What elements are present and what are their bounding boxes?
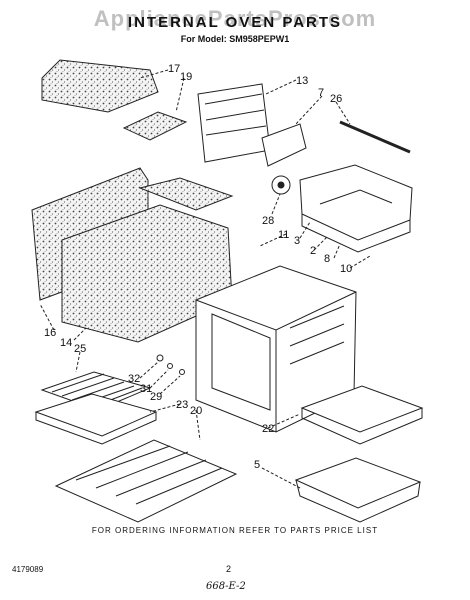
clip-29 xyxy=(179,369,185,375)
handwritten-note: 668-E-2 xyxy=(206,581,246,592)
callout-31: 31 xyxy=(140,383,152,395)
callout-29: 29 xyxy=(150,391,162,403)
callout-17: 17 xyxy=(168,63,180,75)
back-panel xyxy=(197,83,271,163)
callout-2: 2 xyxy=(310,245,316,257)
top-insulation-blanket xyxy=(41,59,159,113)
broil-pan xyxy=(34,393,158,437)
callout-23: 23 xyxy=(176,399,188,411)
callout-3: 3 xyxy=(294,235,300,247)
screw-32 xyxy=(156,354,164,362)
insulation-pad xyxy=(122,111,188,141)
callout-25: 25 xyxy=(74,343,86,355)
callout-5: 5 xyxy=(254,459,260,471)
callout-32: 32 xyxy=(128,373,140,385)
top-insulation-block xyxy=(138,177,234,211)
callout-13: 13 xyxy=(296,75,308,87)
callout-16: 16 xyxy=(44,327,56,339)
bracket-31 xyxy=(167,363,173,369)
callout-26: 26 xyxy=(330,93,342,105)
lower-drawer xyxy=(294,457,422,509)
callout-7: 7 xyxy=(318,87,324,99)
callout-28: 28 xyxy=(262,215,274,227)
callout-11: 11 xyxy=(278,229,289,241)
callout-19: 19 xyxy=(180,71,192,83)
ordering-note: FOR ORDERING INFORMATION REFER TO PARTS … xyxy=(91,526,379,535)
top-housing xyxy=(299,164,413,241)
page-title: INTERNAL OVEN PARTS xyxy=(127,14,343,31)
callout-10: 10 xyxy=(340,263,352,275)
callout-20: 20 xyxy=(190,405,202,417)
element-cover xyxy=(261,123,307,167)
callout-14: 14 xyxy=(60,337,72,349)
model-subtitle: For Model: SM958PEPW1 xyxy=(180,34,290,44)
document-number: 4179089 xyxy=(12,565,44,574)
rod xyxy=(339,120,411,154)
oven-rack-lower xyxy=(54,439,238,523)
callout-8: 8 xyxy=(324,253,330,265)
watermark: AppliancePartsPros.com xyxy=(93,6,377,31)
page-number: 2 xyxy=(226,564,232,574)
callout-22: 22 xyxy=(262,423,274,435)
